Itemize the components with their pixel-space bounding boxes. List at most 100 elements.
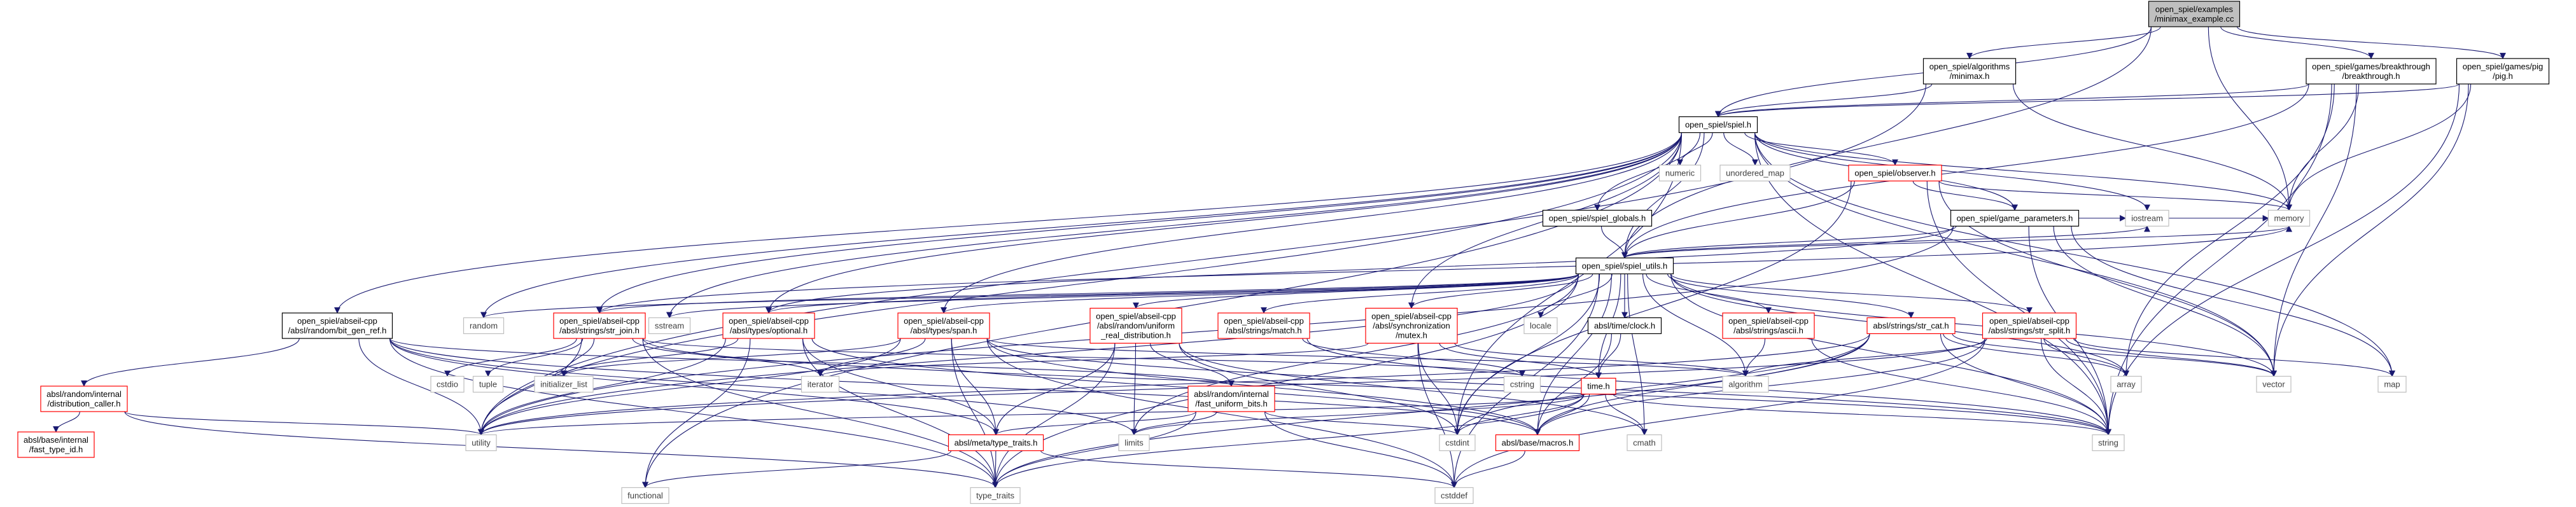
node-type-traits-meta[interactable]: absl/meta/type_traits.h — [948, 434, 1044, 452]
node-label: array — [2117, 380, 2136, 389]
node-box — [1678, 116, 1758, 134]
node-label: open_spiel/spiel.h — [1685, 120, 1751, 130]
node-distribution-caller[interactable]: absl/random/internal/distribution_caller… — [40, 385, 128, 412]
node-box — [1217, 312, 1310, 339]
node-uniform-real[interactable]: open_spiel/abseil-cpp/absl/random/unifor… — [1089, 307, 1182, 344]
node-mutex[interactable]: open_spiel/abseil-cpp/absl/synchronizati… — [1365, 307, 1458, 344]
node-game-parameters[interactable]: open_spiel/game_parameters.h — [1950, 209, 2080, 227]
node-label: open_spiel/observer.h — [1854, 169, 1935, 178]
node-observer[interactable]: open_spiel/observer.h — [1848, 164, 1942, 182]
node-box — [621, 487, 669, 504]
node-label: absl/base/internal — [24, 435, 88, 445]
node-limits: limits — [1118, 434, 1150, 452]
dependency-edge — [478, 274, 1579, 436]
dependency-edge — [1627, 274, 1648, 436]
node-label: limits — [1124, 438, 1144, 448]
node-numeric: numeric — [1658, 164, 1702, 182]
node-label: absl/random/internal — [1194, 389, 1269, 399]
node-label: /pig.h — [2493, 71, 2513, 81]
node-box — [1950, 209, 2080, 227]
dependency-edge — [124, 411, 998, 489]
node-label: open_spiel/abseil-cpp — [729, 316, 809, 326]
node-label: /absl/strings/str_split.h — [1989, 326, 2071, 335]
node-fast-uniform-bits[interactable]: absl/random/internal/fast_uniform_bits.h — [1187, 385, 1275, 412]
dependency-edge — [1715, 83, 2309, 118]
node-label: type_traits — [976, 491, 1014, 501]
node-label: iterator — [808, 380, 834, 389]
node-str-cat[interactable]: absl/strings/str_cat.h — [1866, 317, 1956, 335]
dependency-edge — [2286, 83, 2472, 211]
node-label: open_spiel/abseil-cpp — [1096, 312, 1176, 321]
node-label: /breakthrough.h — [2342, 71, 2400, 81]
node-clock[interactable]: absl/time/clock.h — [1587, 317, 1662, 335]
dependency-edge — [992, 343, 1116, 489]
dependency-edge — [1408, 274, 1593, 309]
dependency-edge — [817, 338, 926, 377]
node-label: vector — [2262, 380, 2285, 389]
dependency-edge — [478, 333, 1870, 436]
dependency-edge — [478, 226, 1954, 436]
node-box — [1866, 317, 1956, 335]
node-label: cstdio — [437, 380, 458, 389]
dependency-edge — [1451, 338, 1986, 489]
node-str-join[interactable]: open_spiel/abseil-cpp/absl/strings/str_j… — [553, 312, 646, 339]
dependency-edge — [1621, 26, 2152, 259]
node-label: open_spiel/games/breakthrough — [2312, 62, 2430, 71]
node-spiel[interactable]: open_spiel/spiel.h — [1678, 116, 1758, 134]
node-box — [1722, 375, 1769, 393]
node-label: cstdint — [1445, 438, 1469, 448]
node-label: open_spiel/spiel_utils.h — [1582, 261, 1667, 271]
dependency-edge — [1621, 181, 1855, 259]
node-cstddef: cstddef — [1434, 487, 1474, 504]
node-str-split[interactable]: open_spiel/abseil-cpp/absl/strings/str_s… — [1982, 312, 2077, 339]
node-box — [2306, 58, 2437, 85]
node-label: cstddef — [1441, 491, 1467, 501]
node-fast-type-id[interactable]: absl/base/internal/fast_type_id.h — [17, 431, 95, 458]
node-minimax[interactable]: open_spiel/algorithms/minimax.h — [1922, 58, 2017, 85]
node-ascii[interactable]: open_spiel/abseil-cpp/absl/strings/ascii… — [1722, 312, 1815, 339]
dependency-edge — [766, 132, 1683, 314]
dependency-edge — [1624, 225, 2150, 258]
node-tuple: tuple — [472, 375, 504, 393]
node-box — [1722, 312, 1815, 339]
node-label: open_spiel/abseil-cpp — [904, 316, 984, 326]
node-sstream: sstream — [648, 317, 691, 335]
node-spiel-globals[interactable]: open_spiel/spiel_globals.h — [1542, 209, 1653, 227]
node-span[interactable]: open_spiel/abseil-cpp/absl/types/span.h — [897, 312, 990, 339]
dependency-edge — [444, 338, 577, 377]
node-memory: memory — [2267, 209, 2311, 227]
node-bit-gen-ref[interactable]: open_spiel/abseil-cpp/absl/random/bit_ge… — [281, 312, 393, 339]
node-label: /absl/synchronization — [1373, 321, 1450, 331]
node-box — [2110, 375, 2142, 393]
dependency-edge — [1621, 226, 1957, 259]
node-label: tuple — [479, 380, 497, 389]
node-label: absl/strings/str_cat.h — [1873, 321, 1949, 331]
node-label: /absl/random/bit_gen_ref.h — [288, 326, 387, 335]
node-spiel-utils[interactable]: open_spiel/spiel_utils.h — [1575, 257, 1674, 275]
node-label: absl/meta/type_traits.h — [955, 438, 1038, 448]
node-box — [1542, 209, 1653, 227]
node-label: /absl/strings/match.h — [1226, 326, 1301, 335]
dependency-edge — [1744, 132, 1898, 166]
node-time[interactable]: time.h — [1581, 377, 1616, 395]
node-label: open_spiel/abseil-cpp — [1224, 316, 1304, 326]
node-macros[interactable]: absl/base/macros.h — [1495, 434, 1580, 452]
edge-layer — [53, 26, 2506, 489]
dependency-edge — [485, 338, 584, 377]
dependency-edge — [1613, 394, 2111, 436]
dependency-edge — [1417, 343, 1457, 489]
node-root[interactable]: open_spiel/examples/minimax_example.cc — [2148, 1, 2241, 27]
node-match[interactable]: open_spiel/abseil-cpp/absl/strings/match… — [1217, 312, 1310, 339]
node-label: open_spiel/abseil-cpp — [1371, 312, 1452, 321]
dependency-edge — [2123, 83, 2335, 377]
dependency-edge — [596, 132, 1683, 314]
node-optional[interactable]: open_spiel/abseil-cpp/absl/types/optiona… — [722, 312, 815, 339]
dependency-edge — [666, 274, 1579, 319]
dependency-edge — [1133, 274, 1579, 309]
dependency-edge — [2105, 83, 2460, 436]
node-label: open_spiel/examples — [2155, 4, 2234, 14]
node-box — [722, 312, 815, 339]
node-label: open_spiel/algorithms — [1929, 62, 2010, 71]
node-pig[interactable]: open_spiel/games/pig/pig.h — [2456, 58, 2550, 85]
node-breakthrough[interactable]: open_spiel/games/breakthrough/breakthrou… — [2306, 58, 2437, 85]
